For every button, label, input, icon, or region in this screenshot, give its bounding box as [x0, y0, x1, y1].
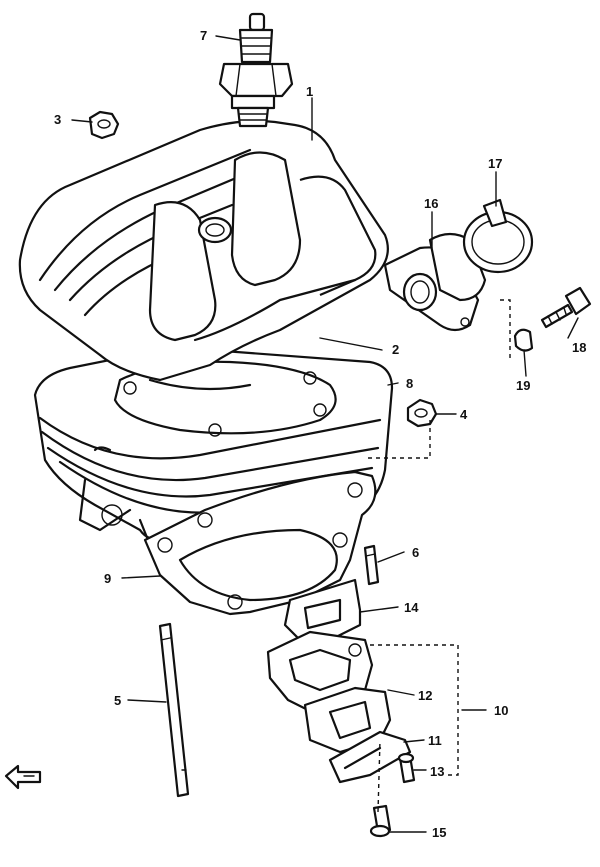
- callout-11: 11: [428, 733, 442, 748]
- reed-valve-gasket-part: [283, 578, 362, 642]
- callout-5: 5: [114, 693, 121, 708]
- callout-4: 4: [460, 407, 468, 422]
- callout-19: 19: [516, 378, 530, 393]
- callout-17: 17: [488, 156, 502, 171]
- callout-6: 6: [412, 545, 419, 560]
- leader-lines: [71, 35, 579, 833]
- cylinder-head-part: [18, 119, 389, 391]
- callout-1: 1: [306, 84, 313, 99]
- screw-part-15: [369, 804, 392, 838]
- callout-16: 16: [424, 196, 438, 211]
- nut-part-4: [406, 398, 438, 428]
- dowel-pin-part: [363, 544, 380, 586]
- screw-part-13: [397, 752, 416, 784]
- spark-plug-part: [218, 12, 294, 128]
- bracket-lines: [368, 299, 511, 813]
- callout-2: 2: [392, 342, 399, 357]
- bolt-part-18: [540, 286, 592, 329]
- base-gasket-part: [143, 470, 377, 616]
- washer-part-19: [513, 328, 534, 352]
- front-direction-arrow-icon: [4, 764, 42, 790]
- callout-9: 9: [104, 571, 111, 586]
- callout-labels: 1 2 3 4 5 6 7 8 9 10 11 12 13 14 15 16 1…: [54, 28, 586, 840]
- callout-13: 13: [430, 764, 444, 779]
- callout-3: 3: [54, 112, 61, 127]
- callout-7: 7: [200, 28, 207, 43]
- reed-valve-stopper-part: [328, 730, 412, 784]
- callout-8: 8: [406, 376, 413, 391]
- callout-10: 10: [494, 703, 508, 718]
- stud-bolt-part: [158, 622, 190, 798]
- callout-18: 18: [572, 340, 586, 355]
- reed-valve-reed-part: [303, 686, 392, 754]
- callout-15: 15: [432, 825, 446, 840]
- nut-part-3: [88, 110, 120, 140]
- callout-12: 12: [418, 688, 432, 703]
- callout-14: 14: [404, 600, 419, 615]
- hose-clamp-part: [462, 198, 534, 274]
